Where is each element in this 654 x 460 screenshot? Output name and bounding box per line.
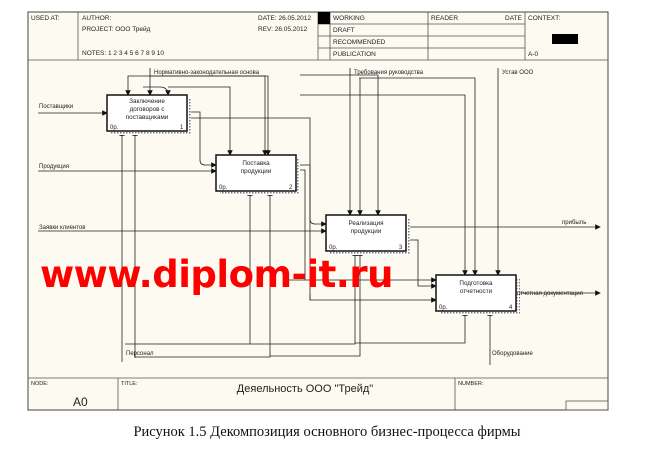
box-2-number: 2	[289, 185, 293, 191]
project-label: PROJECT: ООО Трейд	[82, 25, 151, 33]
working-marker	[318, 12, 330, 24]
context-node: A-0	[528, 51, 539, 58]
rev-label: REV: 26.05.2012	[258, 26, 308, 33]
status-working: WORKING	[333, 15, 365, 22]
label-equipment: Оборудование	[492, 351, 533, 357]
activity-boxes	[106, 94, 520, 315]
box-1-cost: 0р.	[110, 125, 119, 131]
activity-box-3[interactable]	[325, 214, 407, 252]
activity-box-1[interactable]	[106, 94, 188, 132]
box-2-title: Поставка	[242, 160, 270, 167]
node-label: NODE:	[31, 381, 49, 387]
box-1-number: 1	[180, 125, 184, 131]
label-staff: Персонал	[126, 351, 154, 357]
title-label: TITLE:	[121, 381, 138, 387]
label-orders: Заявки клиентов	[39, 225, 85, 231]
label-products: Продукция	[39, 164, 69, 170]
box-3-title: продукции	[351, 228, 382, 235]
status-publication: PUBLICATION	[333, 51, 376, 58]
label-reports: отчетная документация	[517, 291, 583, 297]
diagram-title: Деяельность ООО "Трейд"	[237, 383, 373, 395]
watermark: www.diplom-it.ru	[40, 253, 393, 296]
activity-box-2[interactable]	[215, 154, 297, 192]
status-draft: DRAFT	[333, 27, 355, 34]
date-label: DATE: 26.05.2012	[258, 15, 311, 22]
author-label: AUTHOR:	[82, 15, 111, 22]
box-4-title: Подготовка	[459, 280, 493, 287]
label-profit: прибыль	[562, 220, 586, 226]
activity-box-4[interactable]	[435, 274, 517, 312]
reader-date-label: DATE	[505, 15, 523, 22]
context-thumbnail	[552, 34, 578, 44]
label-charter: Устав ООО	[502, 70, 534, 76]
box-4-title: отчетности	[460, 288, 493, 295]
box-1-title: договоров с	[130, 106, 165, 113]
number-box	[565, 400, 609, 411]
number-label: NUMBER:	[458, 381, 484, 387]
box-3-cost: 0р.	[329, 245, 338, 251]
label-legal-basis: Нормативно-законодательная основа	[154, 70, 260, 76]
figure-caption: Рисунок 1.5 Декомпозиция основного бизне…	[133, 424, 521, 440]
box-4-cost: 0р.	[439, 305, 448, 311]
label-suppliers: Поставщики	[39, 104, 73, 110]
reader-label: READER	[431, 15, 458, 22]
node-value: A0	[73, 395, 88, 409]
box-3-number: 3	[399, 245, 403, 251]
box-2-title: продукции	[241, 168, 272, 175]
box-1-title: Заключение	[129, 98, 165, 105]
notes-label: NOTES: 1 2 3 4 5 6 7 8 9 10	[82, 50, 164, 57]
box-1-title: поставщиками	[126, 114, 169, 121]
box-3-title: Реализация	[348, 220, 383, 227]
box-2-cost: 0р.	[219, 185, 228, 191]
box-4-number: 4	[509, 305, 513, 311]
header-grid	[28, 12, 608, 410]
context-label: CONTEXT:	[528, 15, 560, 22]
used-at-label: USED AT:	[31, 15, 60, 22]
status-recommended: RECOMMENDED	[333, 39, 386, 46]
label-management-requirements: Требования руководства	[354, 70, 424, 76]
arrows	[38, 68, 601, 365]
